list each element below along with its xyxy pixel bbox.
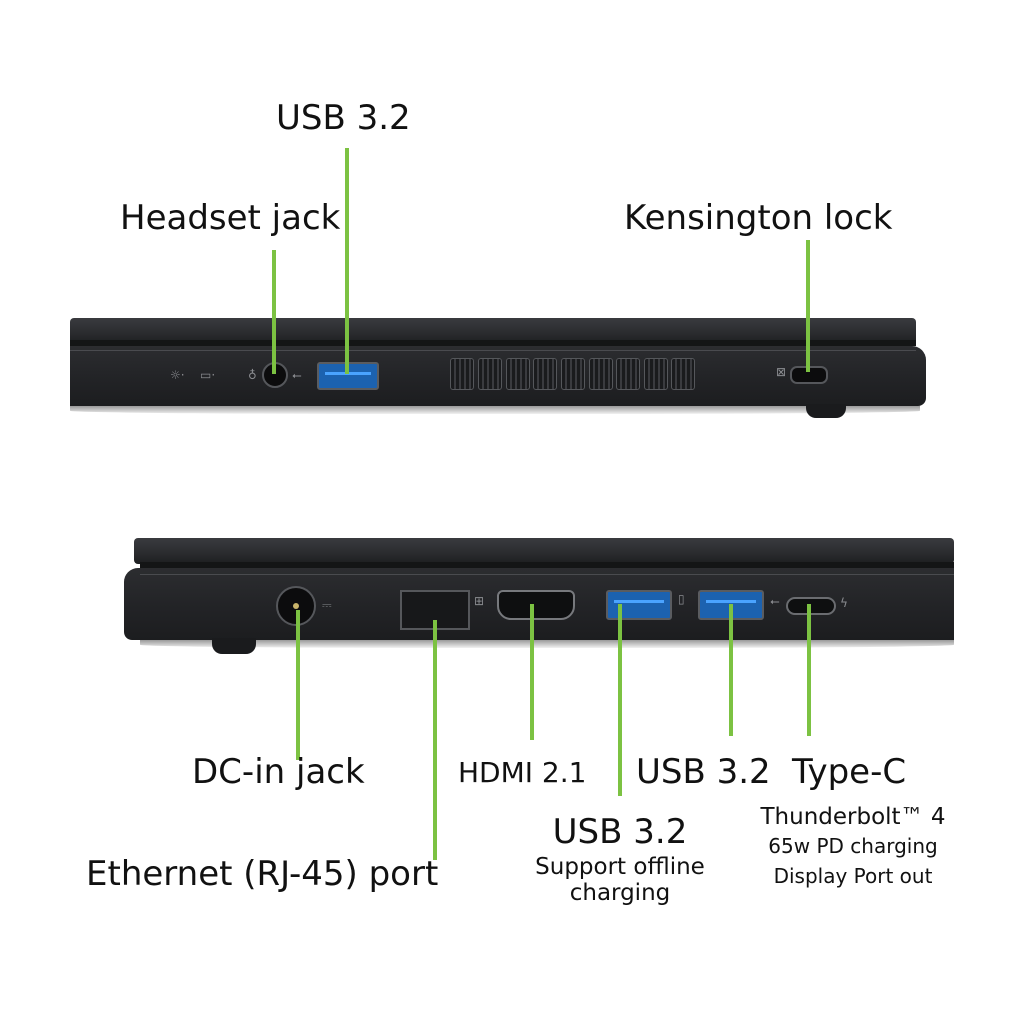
label-usb-3-2-offline: USB 3.2 (552, 812, 688, 852)
base-seam (70, 350, 916, 351)
label-dc-in-jack: DC-in jack (192, 752, 365, 792)
leader-line-headset (272, 250, 276, 374)
usb-c-port (786, 597, 836, 615)
usb-offline-caption: USB 3.2 Support offline charging (520, 812, 720, 906)
label-charging: charging (569, 880, 671, 906)
label-type-c: Type-C (792, 752, 907, 792)
rubber-foot (212, 638, 256, 654)
leader-line-usb-right (729, 604, 733, 736)
hdmi-port (497, 590, 575, 620)
power-led-icon: ☼· (170, 368, 185, 382)
laptop-lid (134, 538, 954, 564)
type-c-caption: Thunderbolt™ 4 65w PD charging Display P… (748, 804, 958, 888)
usb-symbol-icon: ⭠ (292, 368, 302, 382)
laptop-lid (70, 318, 916, 344)
label-hdmi: HDMI 2.1 (458, 756, 587, 789)
lock-symbol-icon: ⊠ (776, 365, 787, 379)
usb-a-port-offline-charging (606, 590, 672, 620)
base-shadow (70, 406, 920, 414)
leader-line-usb-offline (618, 604, 622, 796)
base-shadow (140, 640, 954, 648)
label-support-offline: Support offline (535, 854, 705, 880)
label-usb-3-2-top: USB 3.2 (276, 98, 411, 138)
base-seam (140, 574, 954, 575)
leader-line-ethernet (433, 620, 437, 860)
label-ethernet-port: Ethernet (RJ-45) port (86, 854, 439, 894)
lid-edge (140, 562, 954, 568)
thunderbolt-symbol-icon: ϟ (840, 596, 848, 610)
dc-center-pin (293, 603, 299, 609)
headset-symbol-icon: ♁ (248, 368, 257, 382)
power-usb-symbol-icon: ▯ (678, 592, 685, 606)
leader-line-dc-in (296, 610, 300, 760)
label-headset-jack: Headset jack (120, 198, 341, 238)
label-kensington-lock: Kensington lock (624, 198, 893, 238)
label-65w-pd-charging: 65w PD charging (768, 834, 938, 858)
leader-line-usb-top (345, 148, 349, 374)
dc-symbol-icon: ⎓ (322, 598, 332, 612)
label-thunderbolt-4: Thunderbolt™ 4 (760, 804, 946, 830)
label-display-port-out: Display Port out (773, 864, 933, 888)
network-symbol-icon: ⊞ (474, 594, 485, 608)
rubber-foot (806, 404, 846, 418)
leader-line-kensington (806, 240, 810, 372)
lid-edge (70, 340, 916, 346)
usb-symbol-icon: ⭠ (770, 594, 780, 608)
leader-line-hdmi (530, 604, 534, 740)
label-usb-3-2-right: USB 3.2 (636, 752, 771, 792)
leader-line-type-c (807, 604, 811, 736)
battery-led-icon: ▭· (200, 368, 216, 382)
